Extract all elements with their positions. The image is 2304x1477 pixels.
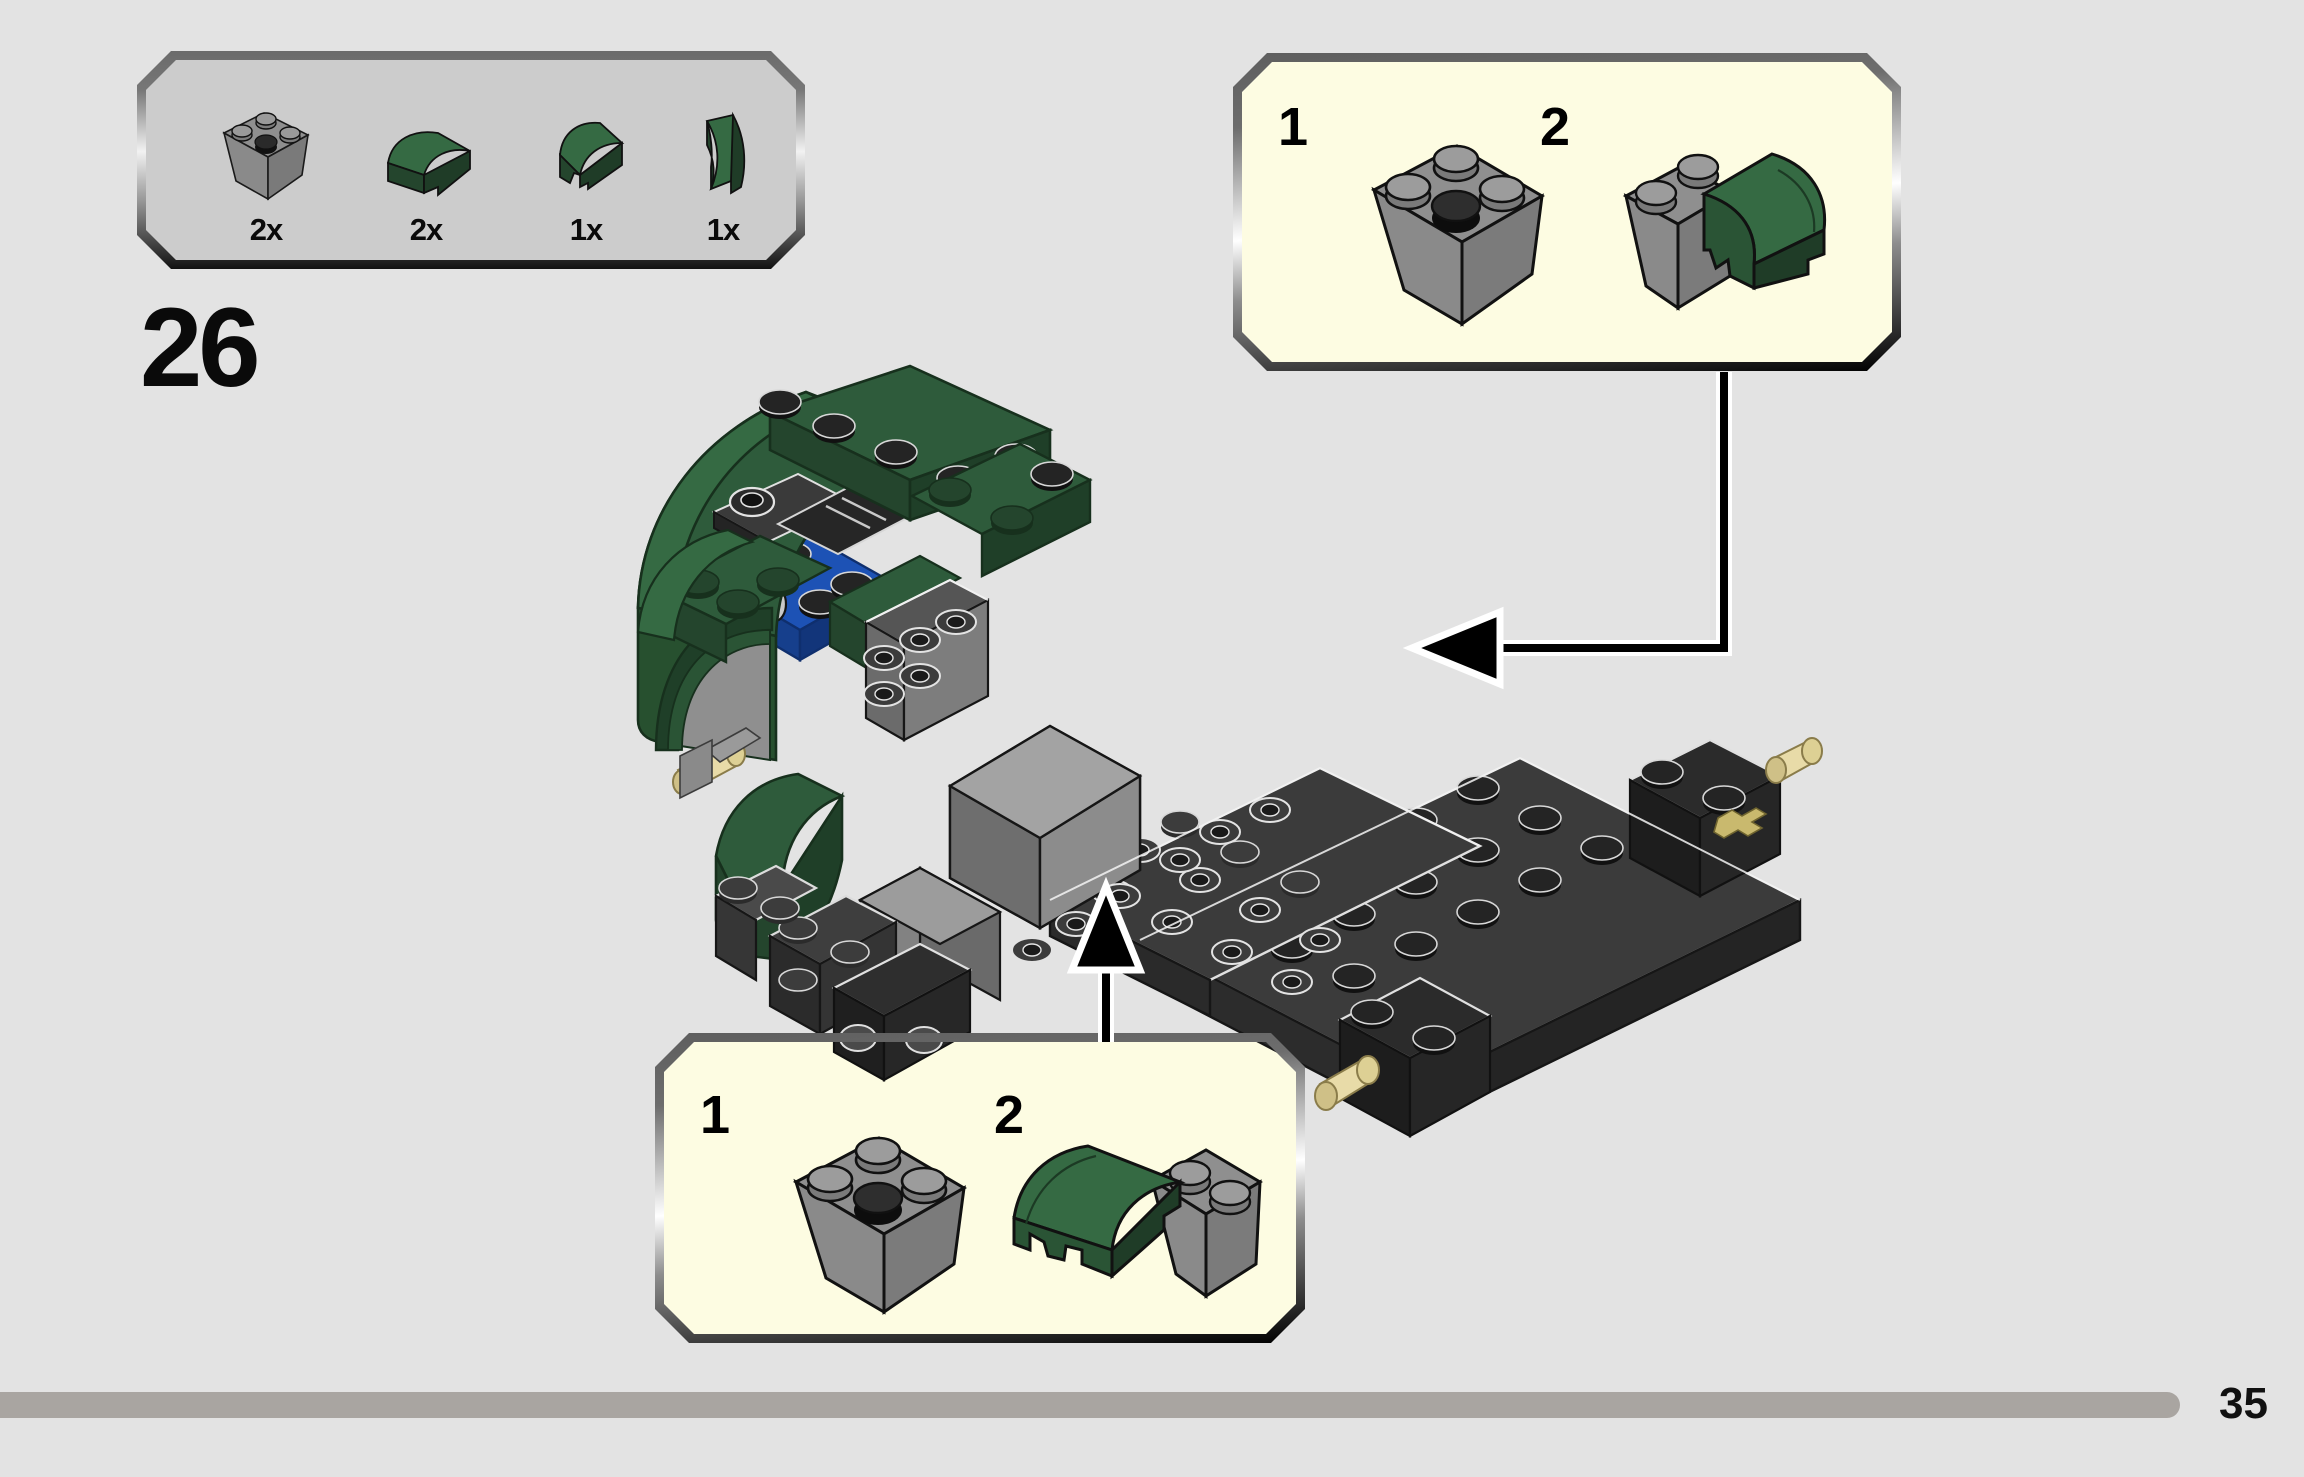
progress-bar (0, 1392, 2180, 1418)
parts-inventory-box: 2x 2x 1x (146, 60, 796, 260)
part-icon-slope-brick-inverted-2x2-gray (206, 103, 326, 208)
part-icon-curved-slope-2x1-green (526, 103, 646, 208)
callout-top-right: 1 2 (1242, 62, 1892, 362)
substep-art-2 (1012, 1144, 1263, 1299)
step-number: 26 (140, 285, 261, 410)
part-quantity: 2x (249, 212, 283, 247)
part-icon-wedge-slope-green (663, 103, 783, 208)
substep-label-1: 1 (1278, 97, 1309, 157)
part-quantity: 1x (569, 212, 603, 247)
substep-art-1 (792, 1136, 967, 1315)
part-icon-curved-slope-2x2-green (366, 103, 486, 208)
part-quantity: 1x (706, 212, 740, 247)
main-model-assembly (620, 340, 1860, 1140)
part-item-1: 2x (346, 103, 506, 248)
substep-art-1 (1370, 144, 1545, 327)
part-item-3: 1x (648, 103, 798, 248)
part-item-2: 1x (506, 103, 666, 248)
part-quantity: 2x (409, 212, 443, 247)
model-render (636, 364, 1823, 1138)
substep-label-1: 1 (700, 1085, 731, 1145)
page-number: 35 (2219, 1379, 2268, 1428)
part-item-0: 2x (186, 103, 346, 248)
substep-art-2 (1622, 152, 1827, 311)
